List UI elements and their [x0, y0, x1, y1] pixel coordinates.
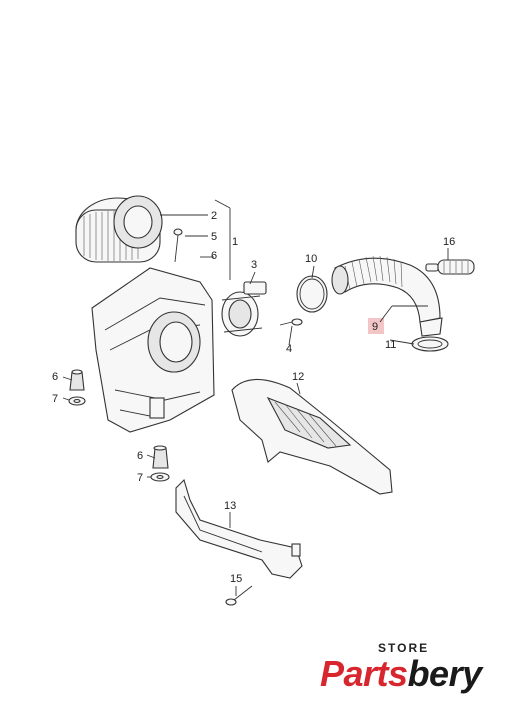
callout-6-top: 6 — [211, 250, 217, 262]
callout-15: 15 — [230, 573, 242, 585]
logo-brand-red: Parts — [320, 653, 408, 694]
grommet-6-lower — [152, 445, 169, 469]
callout-6-left: 6 — [52, 371, 58, 383]
callout-11: 11 — [385, 339, 396, 351]
partsbery-logo: Partsbery — [320, 654, 482, 694]
hose-clamp-11 — [411, 336, 449, 352]
callout-7-left: 7 — [52, 393, 58, 405]
callout-6-lower: 6 — [137, 450, 143, 462]
air-filter-element — [75, 195, 163, 263]
callout-10: 10 — [305, 253, 317, 265]
washer-7-lower — [150, 472, 170, 482]
callout-1: 1 — [232, 236, 238, 248]
callout-3: 3 — [251, 259, 257, 271]
part-16-connector — [425, 259, 475, 275]
screw-15 — [225, 585, 253, 606]
callout-2: 2 — [211, 210, 217, 222]
callout-13: 13 — [224, 500, 236, 512]
air-filter-housing — [91, 267, 215, 433]
screw-5 — [173, 228, 183, 263]
air-mass-sensor — [221, 281, 267, 337]
callout-9: 9 — [372, 321, 378, 333]
callout-4: 4 — [286, 343, 292, 355]
grommet-6-left — [69, 369, 85, 391]
callout-12: 12 — [292, 371, 304, 383]
intake-hose — [331, 255, 443, 337]
callout-5: 5 — [211, 231, 217, 243]
screw-4 — [279, 318, 303, 326]
leader-lines — [62, 199, 449, 596]
callout-16: 16 — [443, 236, 455, 248]
air-guide-12 — [231, 378, 393, 495]
hose-clamp-10 — [296, 275, 328, 313]
callout-7-lower: 7 — [137, 472, 143, 484]
logo-brand-black: bery — [407, 653, 483, 694]
store-logo-text: STORE — [378, 641, 430, 655]
bracket-13 — [175, 478, 303, 579]
washer-7-left — [68, 396, 86, 406]
